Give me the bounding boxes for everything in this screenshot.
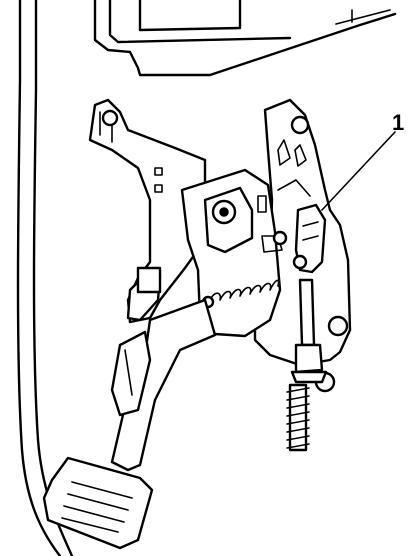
pushrod-assembly <box>290 278 328 384</box>
brake-light-switch <box>292 203 327 274</box>
pedal-arm <box>110 298 217 472</box>
mounting-bracket <box>88 98 207 324</box>
callout-1: 1 <box>321 110 404 211</box>
pivot-plate <box>180 168 283 338</box>
callout-label-1: 1 <box>392 110 404 135</box>
dash-bracket-housing <box>93 0 397 77</box>
threaded-rod <box>286 383 310 452</box>
pedal-pad <box>42 456 154 550</box>
